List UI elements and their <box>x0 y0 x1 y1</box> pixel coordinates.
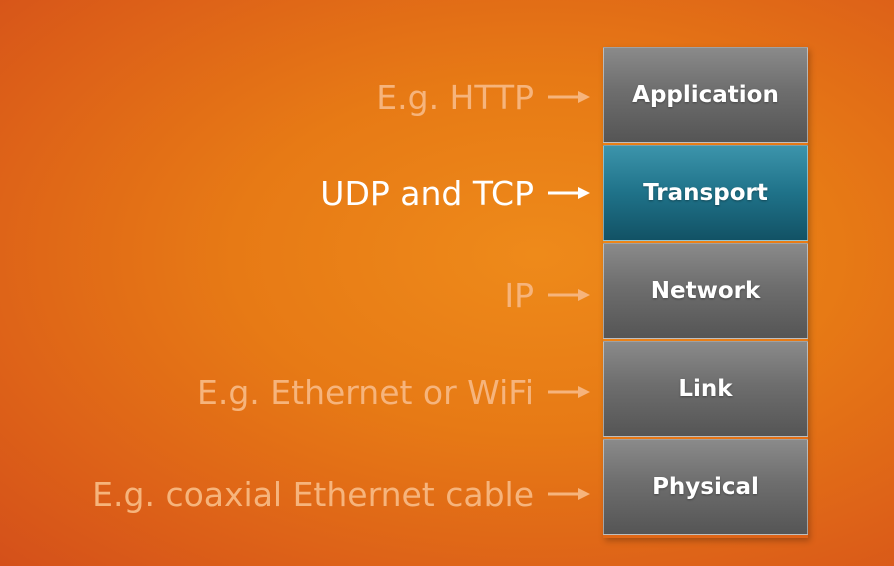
layer-physical: Physical <box>603 439 808 535</box>
arrow-right-icon <box>548 288 590 302</box>
protocol-label-physical: E.g. coaxial Ethernet cable <box>92 474 534 514</box>
protocol-row-link: E.g. Ethernet or WiFi <box>197 372 590 412</box>
protocol-row-application: E.g. HTTP <box>376 77 590 117</box>
arrow-right-icon <box>548 186 590 200</box>
protocol-row-physical: E.g. coaxial Ethernet cable <box>92 474 590 514</box>
layer-link: Link <box>603 341 808 437</box>
layer-network: Network <box>603 243 808 339</box>
protocol-row-transport: UDP and TCP <box>320 173 590 213</box>
arrow-right-icon <box>548 90 590 104</box>
layer-application: Application <box>603 47 808 143</box>
arrow-right-icon <box>548 385 590 399</box>
layer-transport: Transport <box>603 145 808 241</box>
protocol-label-network: IP <box>504 275 534 315</box>
arrow-right-icon <box>548 487 590 501</box>
protocol-label-application: E.g. HTTP <box>376 77 534 117</box>
protocol-row-network: IP <box>504 275 590 315</box>
layer-stack: Application Transport Network Link Physi… <box>603 47 808 538</box>
protocol-label-link: E.g. Ethernet or WiFi <box>197 372 534 412</box>
protocol-label-transport: UDP and TCP <box>320 173 534 213</box>
